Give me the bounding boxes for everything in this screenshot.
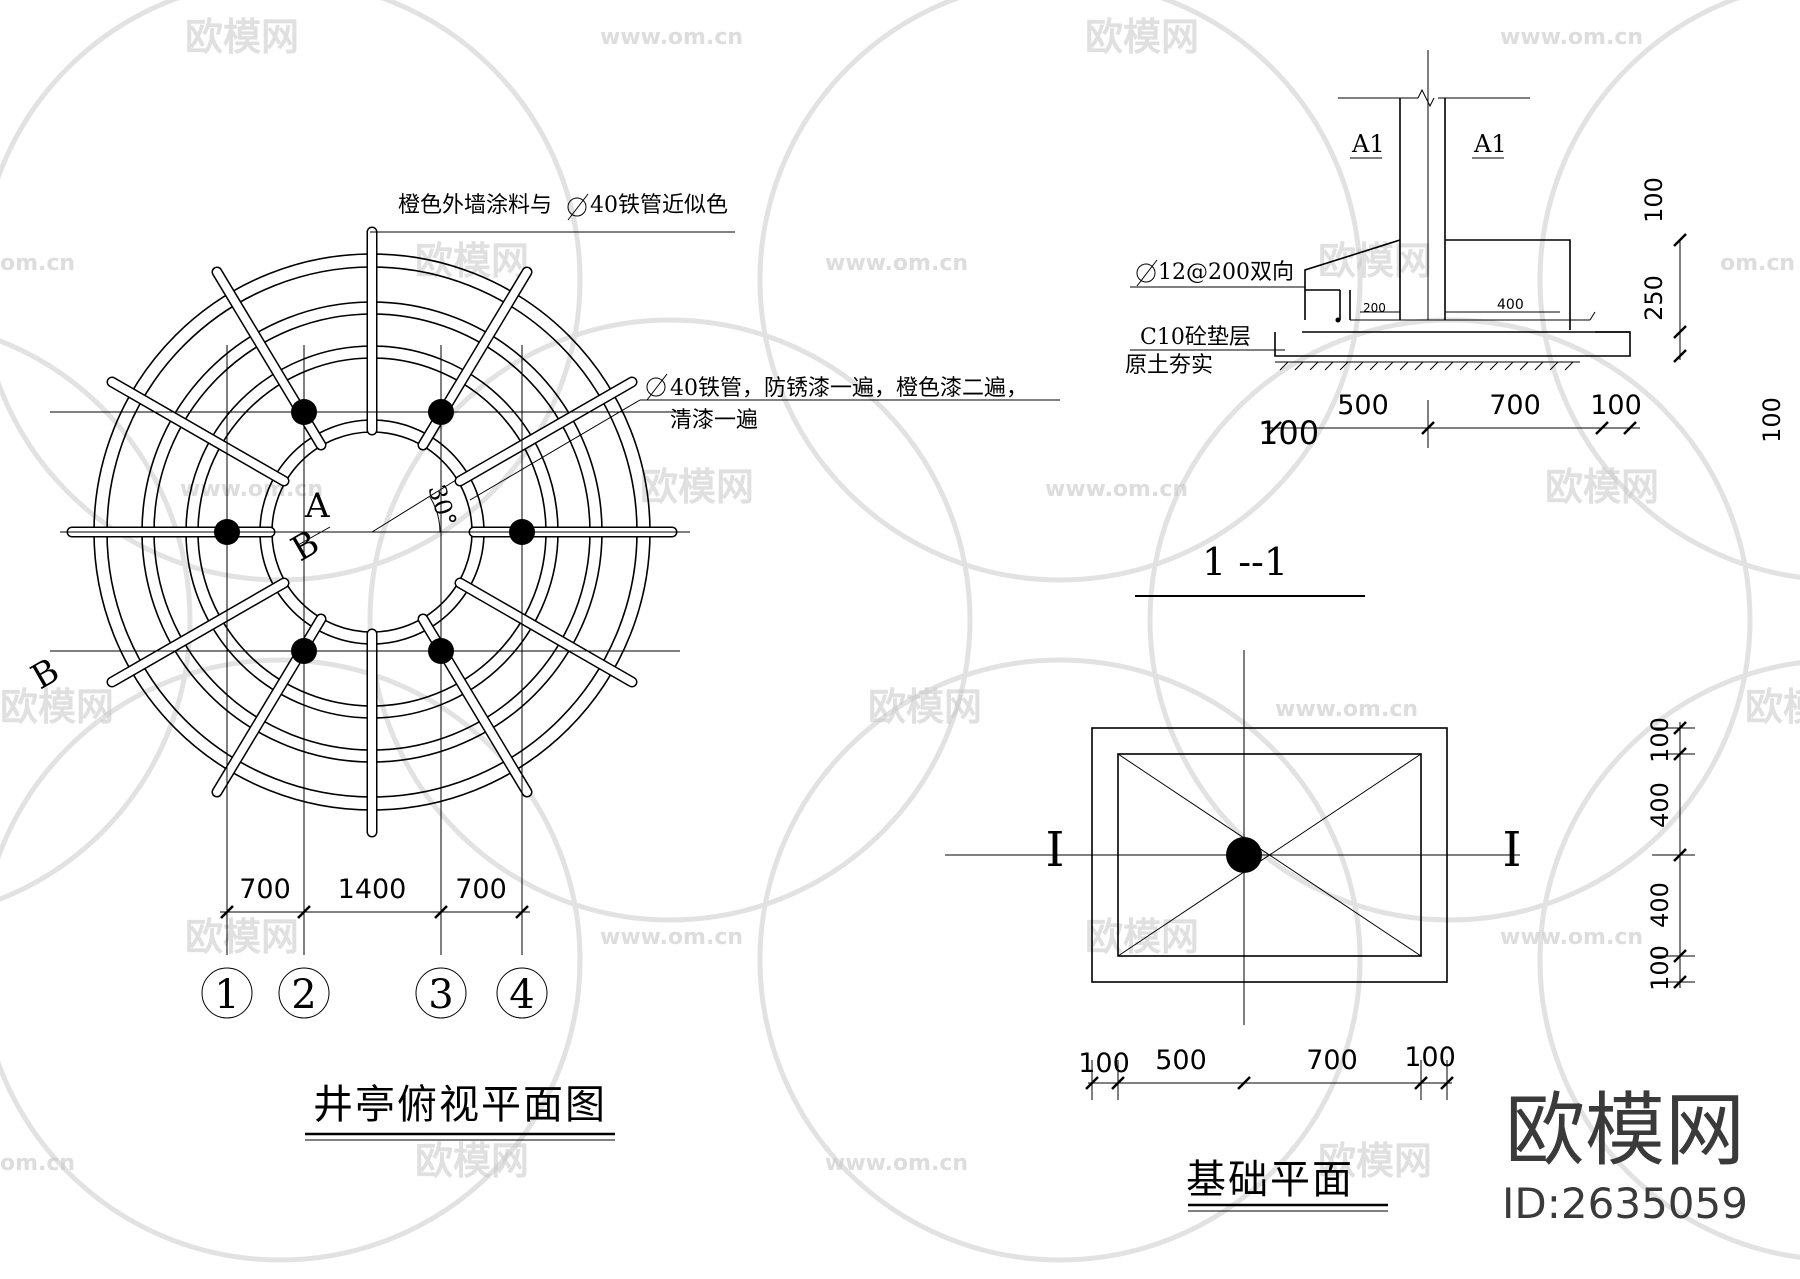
watermark-brand: 欧模网 xyxy=(868,685,982,729)
axis-4: 4 xyxy=(509,972,534,1018)
watermark-url: www.om.cn xyxy=(1500,925,1643,950)
section-dim-far-right: 100 xyxy=(1758,397,1786,443)
watermark-url-partial: om.cn xyxy=(0,251,75,276)
section-dim-700: 700 xyxy=(1489,390,1541,421)
angle-label: 30° xyxy=(422,481,462,530)
watermark-brand: 欧模网 xyxy=(1545,465,1659,509)
plan-dimensions: 700 1400 700 xyxy=(220,874,530,919)
foundation-dim-400-top: 400 xyxy=(1646,782,1674,828)
watermark-brand: 欧模网 xyxy=(640,465,754,509)
dim-700-left: 700 xyxy=(239,874,291,905)
brand-logo: 欧模网 xyxy=(1505,1084,1745,1177)
watermark-brand: 欧模网 xyxy=(185,15,299,59)
section-rebar-note: 12@200双向 xyxy=(1158,260,1294,285)
section-dim-250: 250 xyxy=(1640,275,1668,321)
plan-notes: 橙色外墙涂料与 40铁管近似色 40铁管，防锈漆一遍，橙色漆二遍， 清漆一遍 xyxy=(370,193,1060,501)
section-label-right: A1 xyxy=(1473,130,1507,158)
note-pipe-line1: 40铁管，防锈漆一遍，橙色漆二遍， xyxy=(670,376,1028,401)
foundation-mark-right: I xyxy=(1503,822,1522,878)
watermark-brand: 欧模网 xyxy=(185,915,299,959)
section-soil-note: 原土夯实 xyxy=(1125,353,1213,378)
diameter-icon xyxy=(1136,259,1158,287)
watermark-url: www.om.cn xyxy=(600,925,743,950)
foundation-dim-100-left: 100 xyxy=(1078,1048,1130,1079)
asset-id: ID:2635059 xyxy=(1502,1179,1748,1228)
foundation-dim-400-bottom: 400 xyxy=(1646,882,1674,928)
plan-view: A B B 30° 橙色外墙涂料与 40铁管近似色 40铁管，防锈漆一遍，橙色漆… xyxy=(25,193,1060,1141)
earth-hatch xyxy=(1275,361,1580,371)
diameter-icon xyxy=(567,193,589,221)
column-dot xyxy=(428,399,454,425)
dim-700-right: 700 xyxy=(455,874,507,905)
section-dim-bottom-left: 100 xyxy=(1258,414,1319,452)
plan-columns xyxy=(214,399,535,664)
foundation-title: 基础平面 xyxy=(1186,1157,1354,1203)
foundation-dim-100-bottom: 100 xyxy=(1646,945,1674,991)
axis-3: 3 xyxy=(428,972,453,1018)
foundation-view: I I 100 500 700 100 xyxy=(945,650,1695,1212)
watermark-brand: 欧模网 xyxy=(415,1139,529,1183)
note-paint-a: 橙色外墙涂料与 xyxy=(398,193,552,218)
foundation-dim-500: 500 xyxy=(1155,1045,1207,1076)
column-dot xyxy=(291,399,317,425)
watermark-url: www.om.cn xyxy=(825,251,968,276)
watermark-url-partial: om.cn xyxy=(1720,251,1795,276)
section-title: 1 --1 xyxy=(1202,540,1288,584)
section-small-400: 400 xyxy=(1497,297,1524,313)
section-dim-100: 100 xyxy=(1640,177,1668,223)
label-b: B xyxy=(285,523,327,570)
column-dot xyxy=(291,638,317,664)
section-notes: 12@200双向 C10砼垫层 原土夯实 xyxy=(1125,259,1305,378)
column-dot xyxy=(214,519,240,545)
watermark-texts: 欧模网 www.om.cn 欧模网 www.om.cn om.cn 欧模网 ww… xyxy=(0,15,1800,1183)
watermark-url: www.om.cn xyxy=(1275,697,1418,722)
foundation-dims-bottom: 100 500 700 100 xyxy=(1078,1042,1456,1100)
foundation-dim-100-top: 100 xyxy=(1646,717,1674,763)
watermark-url: www.om.cn xyxy=(1045,477,1188,502)
label-a: A xyxy=(304,486,330,526)
foundation-column-dot xyxy=(1226,837,1262,873)
watermark-brand: 欧模网 xyxy=(1318,1139,1432,1183)
watermark-brand: 欧模网 xyxy=(1085,915,1199,959)
brand-stamp: 欧模网 ID:2635059 xyxy=(1502,1084,1748,1228)
watermark-brand: 欧模网 xyxy=(1745,685,1800,729)
watermark-brand: 欧模网 xyxy=(1318,239,1432,283)
section-view: A1 A1 200 400 12@200双向 C10砼垫层 原土夯实 100 2… xyxy=(1125,50,1786,597)
plan-axis-bubbles: 1 2 3 4 xyxy=(201,967,548,1019)
dim-1400: 1400 xyxy=(338,874,407,905)
note-paint-b: 40铁管近似色 xyxy=(590,193,728,218)
watermark-url: www.om.cn xyxy=(1500,25,1643,50)
section-dim-500: 500 xyxy=(1337,390,1389,421)
watermark-brand: 欧模网 xyxy=(1085,15,1199,59)
plan-title: 井亭俯视平面图 xyxy=(313,1082,607,1128)
watermark-url: www.om.cn xyxy=(600,25,743,50)
column-dot xyxy=(428,638,454,664)
watermark-brand: 欧模网 xyxy=(0,685,114,729)
foundation-mark-left: I xyxy=(1046,822,1065,878)
watermark-url: www.om.cn xyxy=(825,1151,968,1176)
foundation-dim-700: 700 xyxy=(1306,1045,1358,1076)
section-dims-bottom: 100 500 700 100 xyxy=(1258,390,1642,452)
foundation-dims-right: 100 400 400 100 xyxy=(1646,717,1695,991)
foundation-dim-100-right: 100 xyxy=(1404,1042,1456,1073)
section-label-left: A1 xyxy=(1351,130,1385,158)
section-small-200: 200 xyxy=(1363,301,1386,315)
note-pipe-line2: 清漆一遍 xyxy=(670,408,758,433)
section-concrete-note: C10砼垫层 xyxy=(1140,325,1251,350)
diameter-icon xyxy=(646,373,668,401)
column-dot xyxy=(509,519,535,545)
axis-1: 1 xyxy=(214,972,239,1018)
section-dim-100: 100 xyxy=(1590,390,1642,421)
axis-2: 2 xyxy=(291,972,316,1018)
watermark-url-partial: om.cn xyxy=(0,1151,75,1176)
section-dims-right: 100 250 100 xyxy=(1640,177,1786,443)
